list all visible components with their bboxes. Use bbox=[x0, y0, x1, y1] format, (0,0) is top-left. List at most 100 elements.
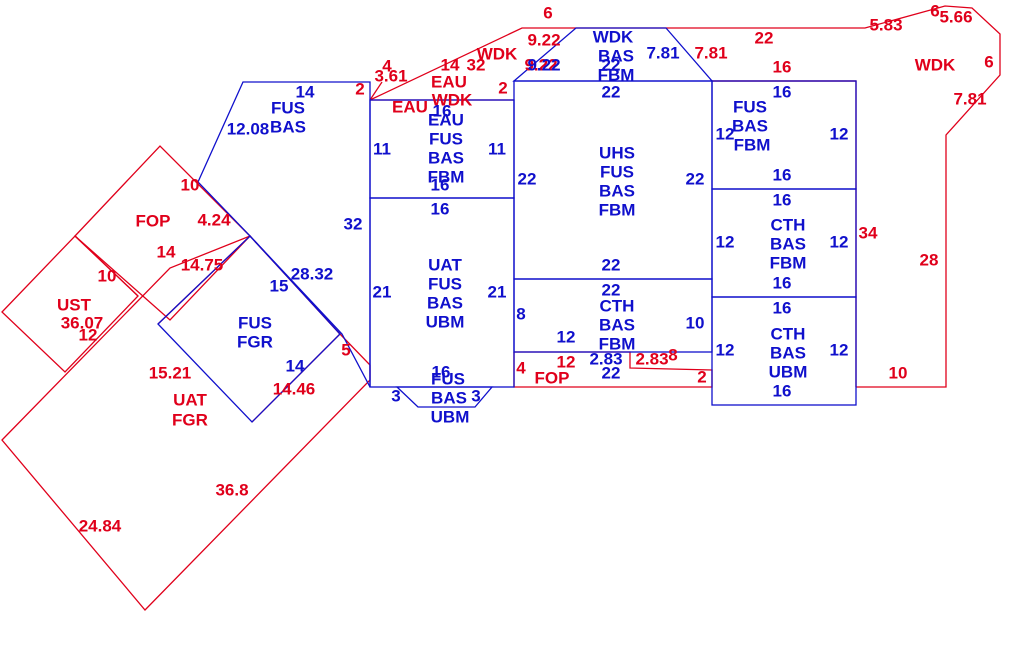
dimension-label: 15.21 bbox=[149, 363, 192, 382]
dimension-label: 9.22 bbox=[527, 55, 560, 74]
dimension-label: 7.81 bbox=[694, 43, 727, 62]
blue-dimensions: 14 12.08 7.81 9.22 22 22 16 16 12 12 16 … bbox=[227, 43, 849, 405]
dimension-label: 2.83 bbox=[589, 349, 622, 368]
area-label: FOP bbox=[136, 211, 171, 230]
area-label: FUS bbox=[431, 369, 465, 388]
dimension-label: 8 bbox=[516, 304, 525, 323]
dimension-label: 14 bbox=[296, 82, 315, 101]
dimension-label: 22 bbox=[602, 55, 621, 74]
dimension-label: 6 bbox=[984, 52, 993, 71]
dimension-label: 12 bbox=[716, 232, 735, 251]
dimension-label: 14 bbox=[441, 55, 460, 74]
area-label: FUS bbox=[428, 274, 462, 293]
dimension-label: 22 bbox=[602, 255, 621, 274]
dimension-label: 22 bbox=[602, 363, 621, 382]
dimension-label: 11 bbox=[488, 139, 506, 158]
dimension-label: 2 bbox=[697, 367, 706, 386]
area-label: UBM bbox=[426, 312, 465, 331]
area-label: BAS bbox=[599, 315, 635, 334]
area-label: FOP bbox=[535, 368, 570, 387]
dimension-label: 11 bbox=[373, 139, 391, 158]
area-label: CTH bbox=[771, 324, 806, 343]
dimension-label: 2.83 bbox=[635, 349, 668, 368]
dimension-label: 7.81 bbox=[646, 43, 679, 62]
area-label: FBM bbox=[598, 65, 635, 84]
area-label: FGR bbox=[237, 332, 273, 351]
dimension-label: 16 bbox=[773, 298, 792, 317]
dimension-label: 21 bbox=[488, 282, 507, 301]
fop-left-area bbox=[74, 145, 251, 321]
dimension-label: 6 bbox=[543, 3, 552, 22]
dimension-label: 16 bbox=[773, 190, 792, 209]
area-label: BAS bbox=[770, 234, 806, 253]
dimension-label: 22 bbox=[755, 28, 774, 47]
area-label: WDK bbox=[593, 27, 634, 46]
outer-perimeter bbox=[369, 5, 1001, 388]
wall-line bbox=[369, 81, 383, 101]
red-area-labels: WDK WDK EAU EAU WDK FOP FOP UST UAT FGR bbox=[57, 44, 956, 429]
area-label: BAS bbox=[770, 343, 806, 362]
dimension-label: 32 bbox=[467, 55, 486, 74]
dimension-label: 10 bbox=[98, 266, 117, 285]
dimension-label: 16 bbox=[773, 57, 792, 76]
dimension-label: 16 bbox=[773, 82, 792, 101]
area-label: EAU bbox=[431, 72, 467, 91]
dimension-label: 9.22 bbox=[527, 30, 560, 49]
dimension-label: 16 bbox=[773, 273, 792, 292]
dimension-label: 6 bbox=[930, 1, 939, 20]
dimension-label: 12 bbox=[79, 325, 98, 344]
dimension-label: 10 bbox=[686, 313, 705, 332]
area-label: FUS bbox=[429, 129, 463, 148]
dimension-label: 12 bbox=[716, 340, 735, 359]
dimension-label: 12 bbox=[716, 124, 735, 143]
dimension-label: 22 bbox=[602, 82, 621, 101]
fus-bas-ubm-bottom bbox=[395, 386, 494, 408]
area-label: WDK bbox=[432, 90, 473, 109]
dimension-label: 16 bbox=[433, 101, 452, 120]
dimension-label: 12 bbox=[557, 327, 576, 346]
area-label: FBM bbox=[734, 135, 771, 154]
area-label: FUS bbox=[733, 97, 767, 116]
dimension-label: 15 bbox=[270, 276, 289, 295]
dimension-label: 12 bbox=[830, 124, 849, 143]
dimension-label: 16 bbox=[773, 165, 792, 184]
dimension-label: 3 bbox=[391, 386, 400, 405]
dimension-label: 12.08 bbox=[227, 119, 270, 138]
area-label: WDK bbox=[915, 55, 956, 74]
dimension-label: 10 bbox=[181, 175, 200, 194]
dimension-label: 9.22 bbox=[524, 55, 557, 74]
area-label: FBM bbox=[428, 167, 465, 186]
area-label: UBM bbox=[431, 407, 470, 426]
dimension-label: 4.24 bbox=[197, 210, 231, 229]
area-label: WDK bbox=[477, 44, 518, 63]
area-label: UAT bbox=[173, 390, 207, 409]
area-label: FUS bbox=[600, 162, 634, 181]
dimension-label: 10 bbox=[889, 363, 908, 382]
area-label: BAS bbox=[428, 148, 464, 167]
area-label: UST bbox=[57, 295, 92, 314]
area-label: EAU bbox=[392, 97, 428, 116]
dimension-label: 12 bbox=[830, 232, 849, 251]
area-label: FBM bbox=[599, 200, 636, 219]
dimension-label: 5.83 bbox=[869, 15, 902, 34]
area-label: FUS bbox=[271, 98, 305, 117]
area-label: FGR bbox=[172, 410, 208, 429]
area-label: BAS bbox=[270, 117, 306, 136]
area-label: BAS bbox=[732, 116, 768, 135]
area-labels: FUS BAS WDK BAS FBM EAU FUS BAS FBM UHS … bbox=[237, 27, 807, 426]
dimension-label: 5.66 bbox=[939, 7, 972, 26]
dimension-label: 3 bbox=[471, 386, 480, 405]
area-label: CTH bbox=[771, 215, 806, 234]
area-label: BAS bbox=[599, 181, 635, 200]
dimension-label: 2 bbox=[498, 78, 507, 97]
dimension-label: 8 bbox=[668, 345, 677, 364]
dimension-label: 14 bbox=[286, 356, 305, 375]
red-dimensions: 6 9.22 22 5.83 6 5.66 6 7.81 7.81 9.22 1… bbox=[61, 1, 994, 535]
area-label: UAT bbox=[428, 255, 462, 274]
dimension-label: 36.07 bbox=[61, 313, 104, 332]
area-label: UHS bbox=[599, 143, 635, 162]
area-label: BAS bbox=[427, 293, 463, 312]
uat-fgr-area bbox=[1, 235, 371, 611]
area-label: CTH bbox=[600, 296, 635, 315]
dimension-label: 28 bbox=[920, 250, 939, 269]
